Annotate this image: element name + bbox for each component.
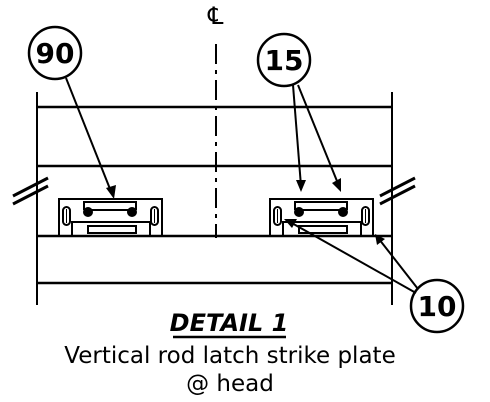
callout-circle-10 (409, 278, 465, 334)
strike-plate-right (269, 198, 374, 237)
leader-arrowheads (106, 178, 385, 245)
strike-plate-left (58, 198, 163, 237)
leader-lines (65, 77, 419, 294)
rod-end-left-1 (83, 207, 93, 217)
break-mark-right (379, 176, 416, 206)
caption-line-2: @ head (186, 371, 274, 397)
rod-end-right-1 (294, 207, 304, 217)
callout-label-15: 15 (265, 44, 304, 77)
detail-title: DETAIL 1 (170, 309, 289, 337)
callout-label-90: 90 (36, 37, 75, 70)
rod-end-right-2 (338, 207, 348, 217)
callout-circle-15 (256, 32, 312, 88)
break-mark-left (12, 176, 49, 206)
caption-line-1: Vertical rod latch strike plate (64, 343, 395, 369)
callout-label-10: 10 (418, 290, 457, 323)
callout-circle-90 (27, 25, 83, 81)
rod-end-left-2 (127, 207, 137, 217)
centerline-symbol: ℄ (207, 2, 224, 30)
